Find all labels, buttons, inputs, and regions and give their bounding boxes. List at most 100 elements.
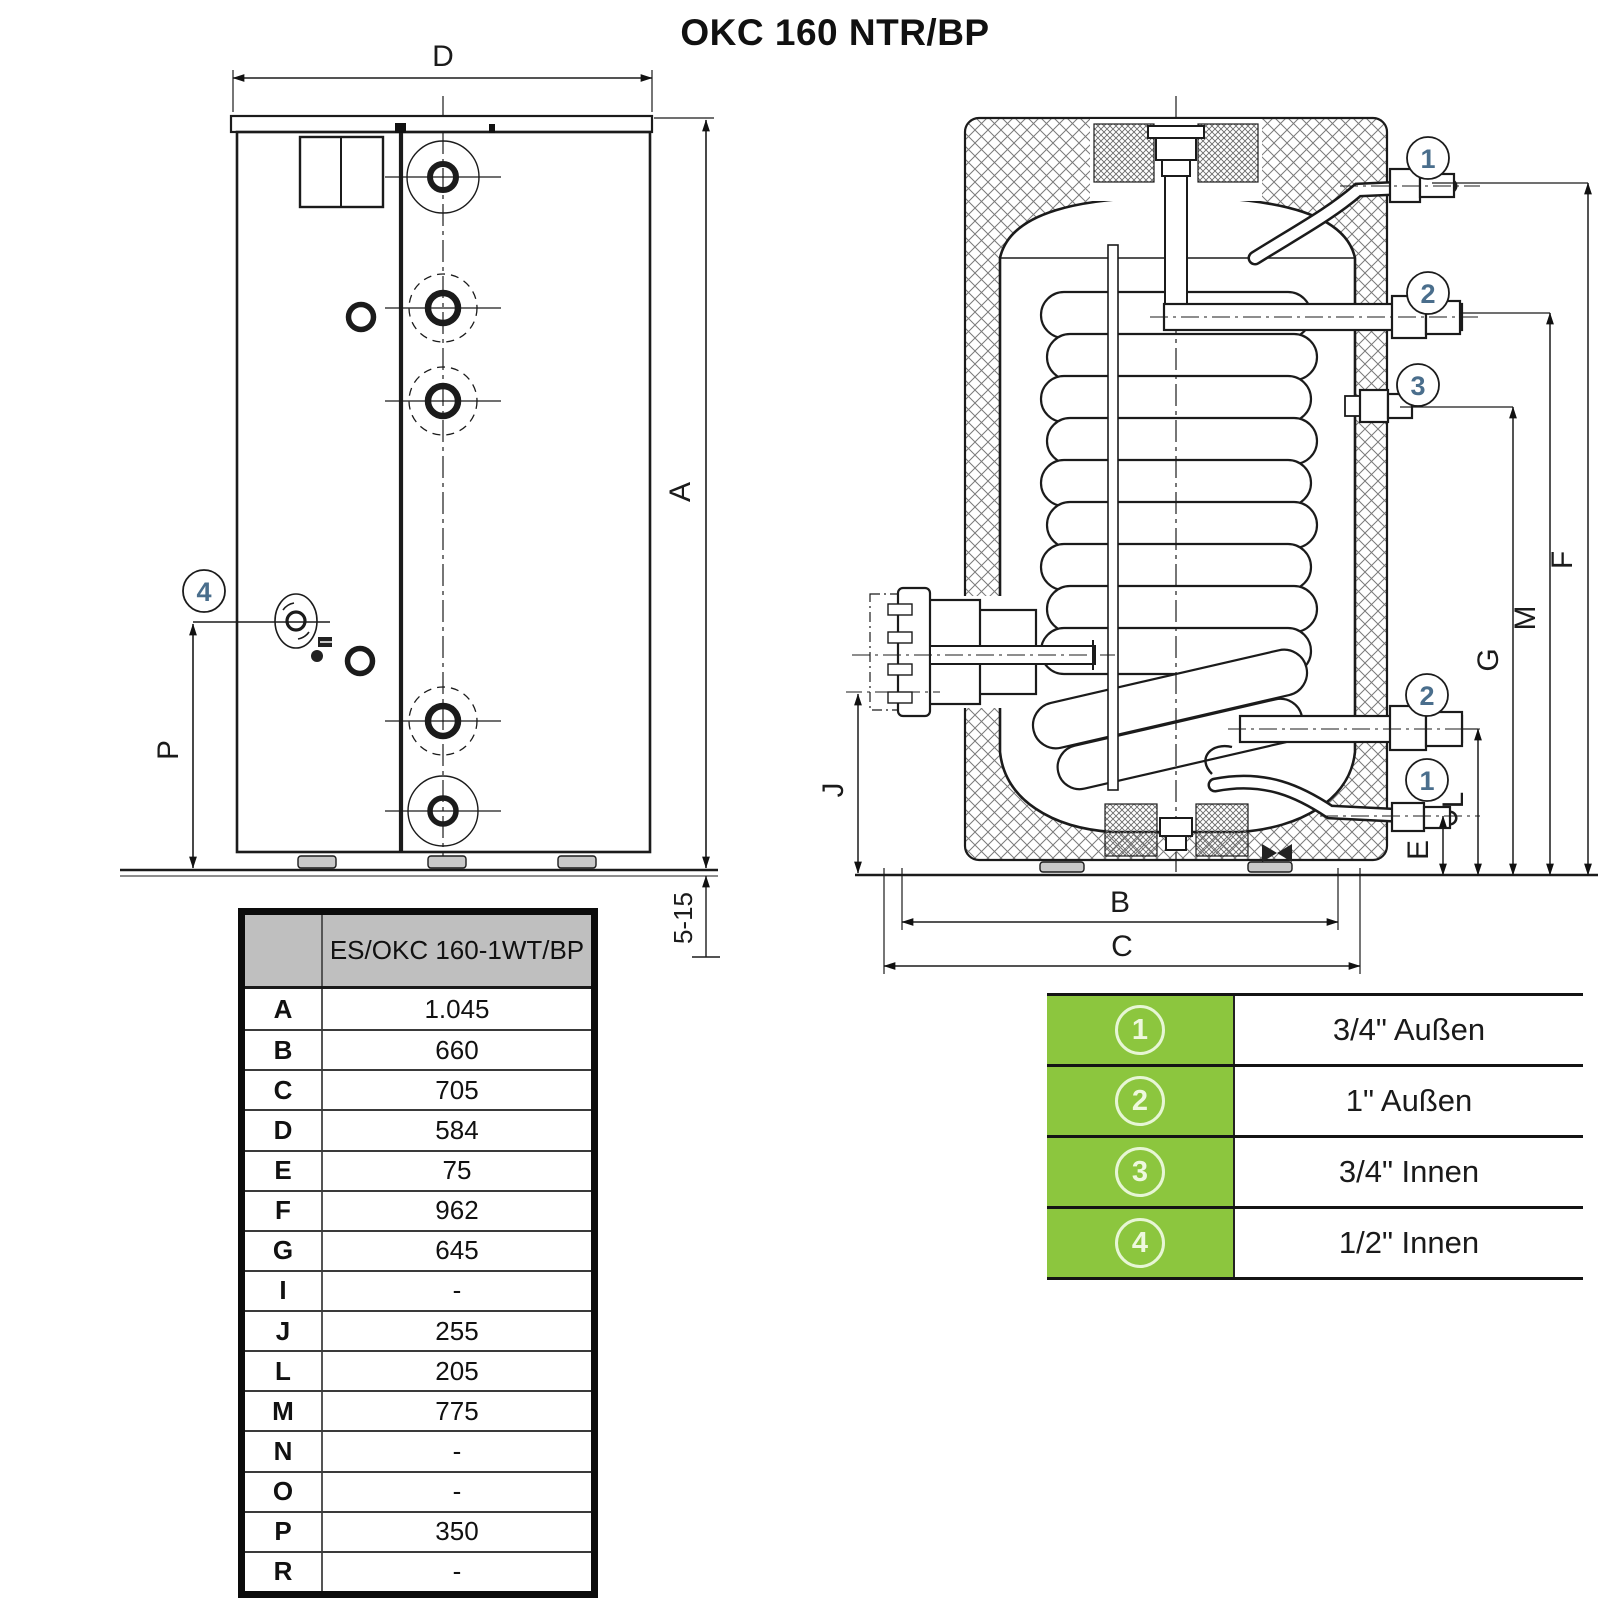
row-value: 75 [321, 1151, 591, 1190]
row-label: B [273, 1034, 293, 1065]
dim-label-p: P [152, 740, 185, 760]
row-value: 205 [321, 1352, 591, 1391]
dimension-a: A [654, 117, 714, 869]
callout-4: 4 [182, 569, 226, 613]
svg-text:L: L [1437, 792, 1470, 809]
row-label: C [273, 1074, 293, 1105]
connection-number-cell: 2 [1047, 1067, 1235, 1135]
dimension-m: M [1462, 312, 1554, 876]
thermostat-fitting [274, 593, 332, 662]
row-label: G [272, 1235, 294, 1266]
callout-2-top: 2 [1406, 271, 1450, 315]
svg-text:1: 1 [1419, 766, 1434, 796]
svg-text:C: C [1111, 930, 1133, 963]
row-label: P [274, 1516, 292, 1547]
row-value: 584 [321, 1111, 591, 1150]
table-row: B 660 [245, 1029, 591, 1070]
connection-row: 1 3/4" Außen [1047, 996, 1583, 1067]
table-row: P 350 [245, 1510, 591, 1551]
svg-text:M: M [1509, 606, 1542, 631]
callout-1-bottom: 1 [1405, 758, 1449, 802]
page-title: OKC 160 NTR/BP [680, 12, 990, 53]
table-row: M 775 [245, 1390, 591, 1431]
dimension-p: P [152, 621, 330, 869]
dim-label-feet: 5-15 [668, 892, 698, 944]
row-value: 255 [321, 1312, 591, 1351]
table-row: I- [245, 1269, 591, 1311]
dim-label-d: D [432, 40, 454, 73]
technical-drawing: D A 5-15 P 4 [120, 40, 1598, 974]
callout-4-number: 4 [196, 577, 211, 607]
foot [557, 855, 597, 869]
inlet-pipe-lower [1228, 704, 1480, 752]
dimension-d: D [232, 40, 653, 112]
connection-size: 3/4" Außen [1332, 1012, 1486, 1047]
row-label: O [272, 1476, 294, 1507]
connection-row: 2 1" Außen [1047, 1067, 1583, 1138]
svg-text:J: J [817, 783, 850, 798]
row-label: M [272, 1395, 294, 1426]
model-name: ES/OKC 160-1WT/BP [321, 915, 591, 986]
row-value: - [321, 1552, 591, 1591]
connection-number-cell: 4 [1047, 1209, 1235, 1277]
table-row: C 705 [245, 1069, 591, 1110]
electrical-box [298, 135, 385, 209]
connection-2-badge: 2 [1115, 1076, 1165, 1126]
dim-label-a: A [664, 482, 697, 502]
table-row: F 962 [245, 1189, 591, 1230]
dimension-f: F [1432, 182, 1592, 876]
foot [297, 855, 337, 869]
svg-text:E: E [1402, 840, 1435, 860]
table-row: G 645 [245, 1229, 591, 1270]
section-view-drawing: E L G M F [817, 96, 1598, 974]
row-label: F [275, 1195, 291, 1226]
row-label: E [274, 1155, 292, 1186]
table-row: D 584 [245, 1109, 591, 1150]
row-value: 775 [321, 1392, 591, 1431]
socket [344, 645, 376, 677]
callout-2-bottom: 2 [1405, 673, 1449, 717]
flange-assembly [852, 586, 1115, 718]
socket [345, 301, 377, 333]
row-value: - [321, 1271, 591, 1311]
dimension-b: B [901, 868, 1339, 930]
dimension-e: E [1402, 815, 1447, 876]
table-row: O- [245, 1470, 591, 1511]
connection-number-cell: 1 [1047, 996, 1235, 1064]
row-value: 660 [321, 1031, 591, 1070]
row-label: I [279, 1275, 287, 1306]
svg-text:2: 2 [1420, 279, 1435, 309]
row-value: 705 [321, 1071, 591, 1110]
connection-size: 1" Außen [1345, 1083, 1473, 1118]
front-ports [385, 140, 501, 847]
connection-row: 3 3/4" Innen [1047, 1138, 1583, 1209]
svg-text:3: 3 [1410, 371, 1425, 401]
svg-text:B: B [1110, 886, 1130, 919]
row-label: R [273, 1556, 293, 1587]
svg-text:G: G [1472, 648, 1505, 671]
row-label: D [273, 1114, 293, 1145]
table-row: R- [245, 1550, 591, 1591]
connection-1-badge: 1 [1115, 1005, 1165, 1055]
row-value: 1.045 [321, 989, 591, 1030]
row-value: - [321, 1432, 591, 1471]
connection-size: 3/4" Innen [1338, 1154, 1480, 1189]
callout-3: 3 [1396, 363, 1440, 407]
table-row: E 75 [245, 1149, 591, 1190]
row-value: 645 [321, 1231, 591, 1270]
header-corner-cell [245, 915, 321, 986]
table-row: N- [245, 1430, 591, 1471]
dimension-feet-range: 5-15 [668, 875, 720, 958]
row-label: N [273, 1436, 293, 1467]
row-value: 962 [321, 1191, 591, 1230]
dimension-c: C [883, 868, 1361, 974]
front-view-drawing: D A 5-15 P 4 [120, 40, 720, 958]
row-value: 350 [321, 1512, 591, 1551]
connection-number-cell: 3 [1047, 1138, 1235, 1206]
dimension-g: G [1400, 406, 1517, 876]
svg-text:2: 2 [1419, 681, 1434, 711]
